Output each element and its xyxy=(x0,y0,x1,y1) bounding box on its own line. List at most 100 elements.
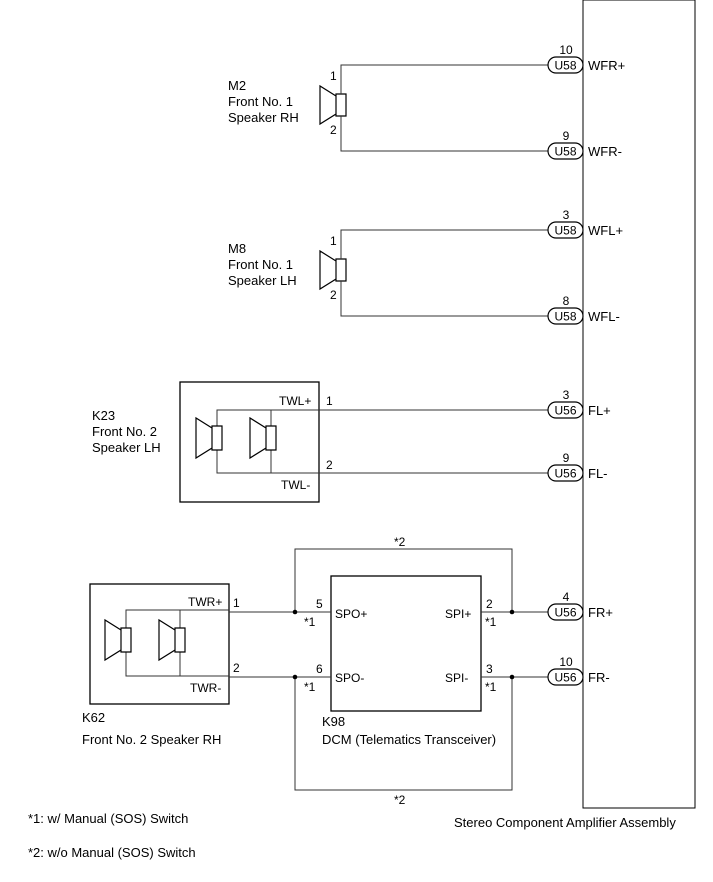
terminal-pin: 3 xyxy=(563,388,570,402)
k62-pin-pos: 1 xyxy=(233,596,240,610)
bypass-bottom xyxy=(294,677,513,791)
k62-bus-top xyxy=(125,609,229,628)
amplifier-body xyxy=(582,0,696,809)
terminal-signal: WFR+ xyxy=(588,58,625,73)
wire-m2-neg xyxy=(340,116,548,152)
terminal-pin: 8 xyxy=(563,294,570,308)
m2-pin-pos: 1 xyxy=(330,69,337,83)
junction-dot xyxy=(292,609,298,615)
connector-code: U56 xyxy=(554,671,576,685)
speaker-m2: M2 Front No. 1 Speaker RH 1 2 xyxy=(228,64,548,152)
mark-star2-bottom: *2 xyxy=(394,793,406,807)
terminal-pin: 9 xyxy=(563,129,570,143)
terminal-signal: FL- xyxy=(588,466,608,481)
mark-star1: *1 xyxy=(485,615,497,629)
m8-pin-neg: 2 xyxy=(330,288,337,302)
junction-dot xyxy=(292,674,298,680)
k23-box xyxy=(179,381,320,503)
k23-pin-pos: 1 xyxy=(326,394,333,408)
speaker-icon xyxy=(249,416,277,460)
k62-box xyxy=(89,583,230,705)
m8-line2: Speaker LH xyxy=(228,273,297,288)
terminal-pin: 9 xyxy=(563,451,570,465)
terminal-signal: FR+ xyxy=(588,605,613,620)
wire-m2-pos xyxy=(340,64,548,94)
m2-line1: Front No. 1 xyxy=(228,94,293,109)
k62-line1: Front No. 2 Speaker RH xyxy=(82,732,221,747)
wire-m8-pos xyxy=(340,229,548,259)
k62-pin-neg: 2 xyxy=(233,661,240,675)
connector-code: U56 xyxy=(554,467,576,481)
terminal-signal: FR- xyxy=(588,670,610,685)
k23-pin-neg: 2 xyxy=(326,458,333,472)
terminal-pin: 3 xyxy=(563,208,570,222)
k62-term-pos: TWR+ xyxy=(188,595,222,609)
speaker-icon xyxy=(319,249,347,291)
k23-code: K23 xyxy=(92,408,115,423)
wire-m8-neg xyxy=(340,281,548,317)
speaker-k62: TWR+ TWR- K62 Front No. 2 Speaker RH 1 2 xyxy=(82,583,240,747)
m8-pin-pos: 1 xyxy=(330,234,337,248)
connector-oval xyxy=(547,668,584,686)
k23-term-neg: TWL- xyxy=(281,478,310,492)
amplifier-label: Stereo Component Amplifier Assembly xyxy=(454,815,676,830)
dcm-spi-neg-pin: 3 xyxy=(486,662,493,676)
terminal-signal: WFR- xyxy=(588,144,622,159)
dcm-code: K98 xyxy=(322,714,345,729)
junction-dot xyxy=(509,674,515,680)
connector-oval xyxy=(547,603,584,621)
connector-code: U56 xyxy=(554,606,576,620)
k23-bus-bottom xyxy=(216,450,319,474)
k23-line1: Front No. 2 xyxy=(92,424,157,439)
speaker-icon xyxy=(104,618,132,662)
speaker-icon xyxy=(158,618,186,662)
terminal-pin: 10 xyxy=(559,655,573,669)
k62-bus-bottom xyxy=(125,652,229,677)
m2-code: M2 xyxy=(228,78,246,93)
mark-star1: *1 xyxy=(485,680,497,694)
note-star2: *2: w/o Manual (SOS) Switch xyxy=(28,845,196,860)
connector-code: U58 xyxy=(554,59,576,73)
dcm-spi-pos-label: SPI+ xyxy=(445,607,471,621)
k23-bus-top xyxy=(216,409,319,426)
dcm-spi-pos-pin: 2 xyxy=(486,597,493,611)
terminal-pin: 10 xyxy=(559,43,573,57)
junction-dot xyxy=(509,609,515,615)
k62-code: K62 xyxy=(82,710,105,725)
speaker-icon xyxy=(319,84,347,126)
m8-line1: Front No. 1 xyxy=(228,257,293,272)
k23-line2: Speaker LH xyxy=(92,440,161,455)
k23-term-pos: TWL+ xyxy=(279,394,311,408)
mark-star1: *1 xyxy=(304,615,316,629)
note-star1: *1: w/ Manual (SOS) Switch xyxy=(28,811,188,826)
speaker-m8: M8 Front No. 1 Speaker LH 1 2 xyxy=(228,229,548,317)
dcm-spo-neg-label: SPO- xyxy=(335,671,364,685)
terminal-signal: WFL- xyxy=(588,309,620,324)
connector-code: U58 xyxy=(554,145,576,159)
terminal-pin: 4 xyxy=(563,590,570,604)
k62-term-neg: TWR- xyxy=(190,681,221,695)
connector-oval xyxy=(547,464,584,482)
speaker-k23: K23 Front No. 2 Speaker LH TWL+ TWL- 1 2 xyxy=(92,381,548,503)
m2-line2: Speaker RH xyxy=(228,110,299,125)
connector-oval xyxy=(547,221,584,239)
connector-code: U58 xyxy=(554,224,576,238)
connector-oval xyxy=(547,401,584,419)
connector-code: U56 xyxy=(554,404,576,418)
terminal-signal: WFL+ xyxy=(588,223,623,238)
speaker-icon xyxy=(195,416,223,460)
dcm-spi-neg-label: SPI- xyxy=(445,671,468,685)
dcm-spo-pos-pin: 5 xyxy=(316,597,323,611)
connector-code: U58 xyxy=(554,310,576,324)
dcm-spo-pos-label: SPO+ xyxy=(335,607,367,621)
m2-pin-neg: 2 xyxy=(330,123,337,137)
dcm-box xyxy=(330,575,482,712)
